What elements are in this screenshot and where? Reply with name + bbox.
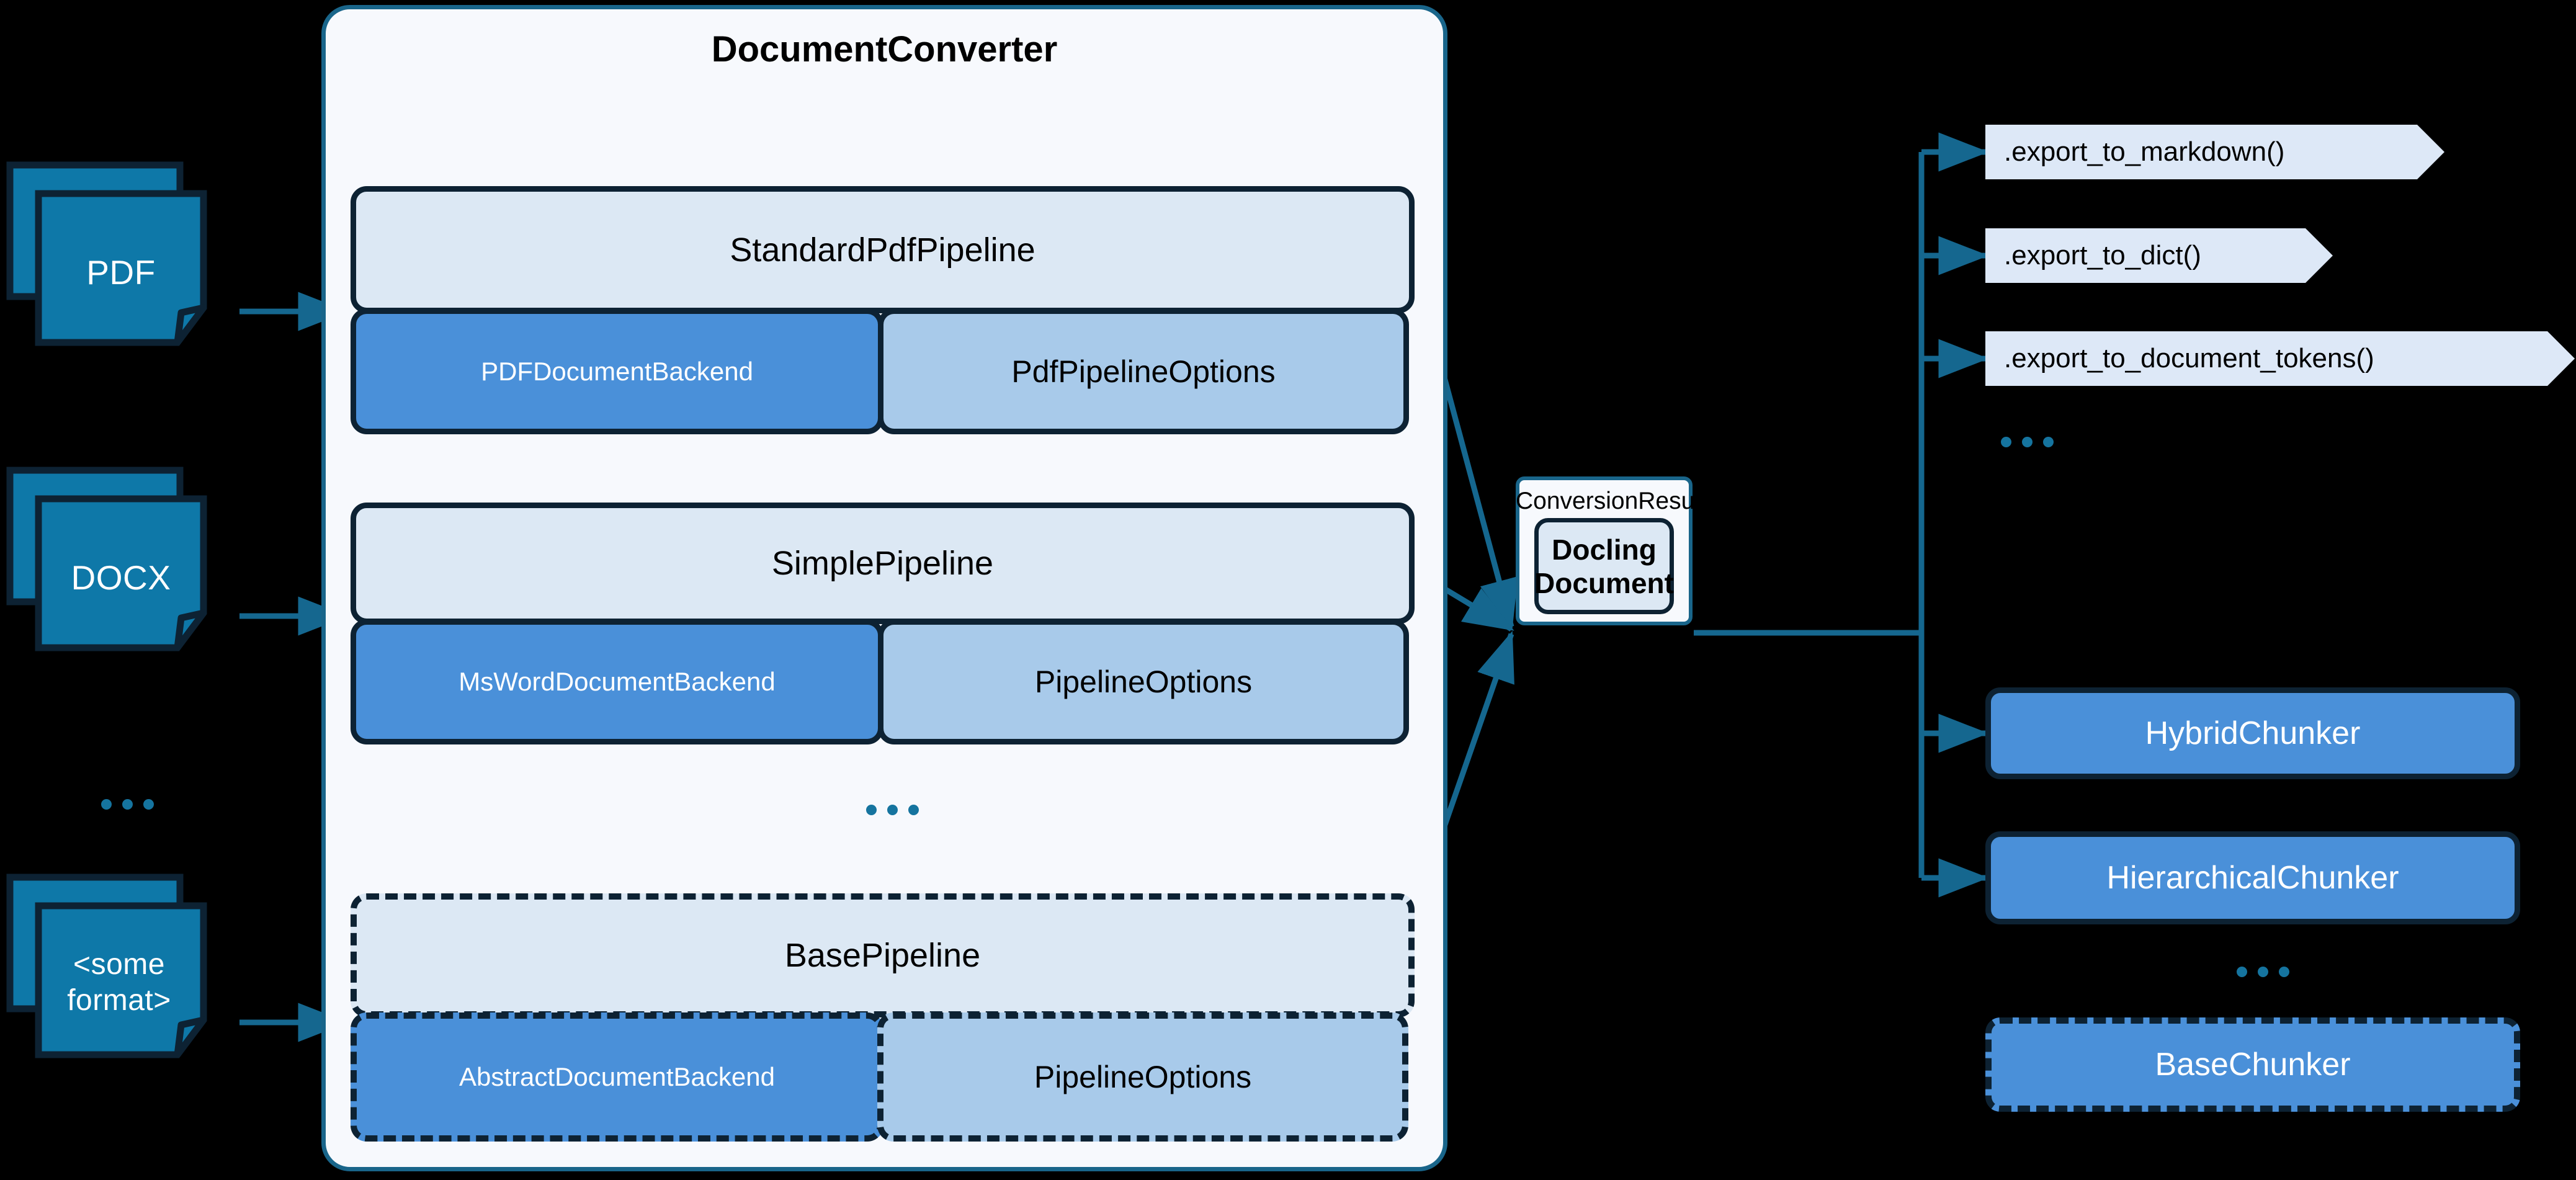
- pipeline-base-name: BasePipeline: [351, 893, 1415, 1017]
- export-chip-document-tokens[interactable]: .export_to_document_tokens(): [1985, 331, 2575, 386]
- pipeline-simple-backend[interactable]: MsWordDocumentBackend: [351, 619, 883, 744]
- pipeline-simple-options[interactable]: PipelineOptions: [878, 619, 1409, 744]
- pipeline-standard-pdf[interactable]: StandardPdfPipeline PDFDocumentBackend P…: [351, 186, 1415, 434]
- pipeline-standard-pdf-options[interactable]: PdfPipelineOptions: [878, 308, 1409, 434]
- source-doc-some-format[interactable]: <some format>: [6, 874, 239, 1060]
- pipeline-standard-pdf-backend[interactable]: PDFDocumentBackend: [351, 308, 883, 434]
- source-doc-docx[interactable]: DOCX: [6, 467, 239, 653]
- document-stack-icon: [6, 467, 207, 651]
- conversion-result-label: ConversionResult: [1516, 488, 1707, 514]
- document-stack-icon: [6, 161, 207, 346]
- source-doc-pdf-label: PDF: [86, 253, 156, 292]
- source-doc-pdf[interactable]: PDF: [6, 161, 239, 347]
- chunker-base[interactable]: BaseChunker: [1985, 1017, 2520, 1112]
- chunker-hierarchical[interactable]: HierarchicalChunker: [1985, 831, 2520, 924]
- pipeline-standard-pdf-name: StandardPdfPipeline: [351, 186, 1415, 313]
- chunker-hybrid[interactable]: HybridChunker: [1985, 687, 2520, 779]
- exports-ellipsis: [2001, 437, 2054, 447]
- pipeline-base-backend[interactable]: AbstractDocumentBackend: [351, 1012, 883, 1142]
- source-doc-docx-label: DOCX: [71, 558, 171, 597]
- docling-document-box[interactable]: Docling Document: [1534, 518, 1674, 614]
- document-converter-title: DocumentConverter: [711, 29, 1058, 69]
- pipeline-base[interactable]: BasePipeline AbstractDocumentBackend Pip…: [351, 893, 1415, 1142]
- chunkers-ellipsis: [2237, 967, 2289, 977]
- export-chip-dict[interactable]: .export_to_dict(): [1985, 228, 2333, 283]
- pipeline-simple[interactable]: SimplePipeline MsWordDocumentBackend Pip…: [351, 503, 1415, 744]
- pipeline-base-options[interactable]: PipelineOptions: [877, 1012, 1408, 1142]
- export-chip-markdown[interactable]: .export_to_markdown(): [1985, 125, 2444, 179]
- sources-ellipsis: [101, 799, 154, 810]
- converter-ellipsis: [866, 805, 919, 815]
- source-doc-some-format-label: <some format>: [67, 948, 171, 1017]
- pipeline-simple-name: SimplePipeline: [351, 503, 1415, 624]
- document-stack-icon: [6, 874, 207, 1058]
